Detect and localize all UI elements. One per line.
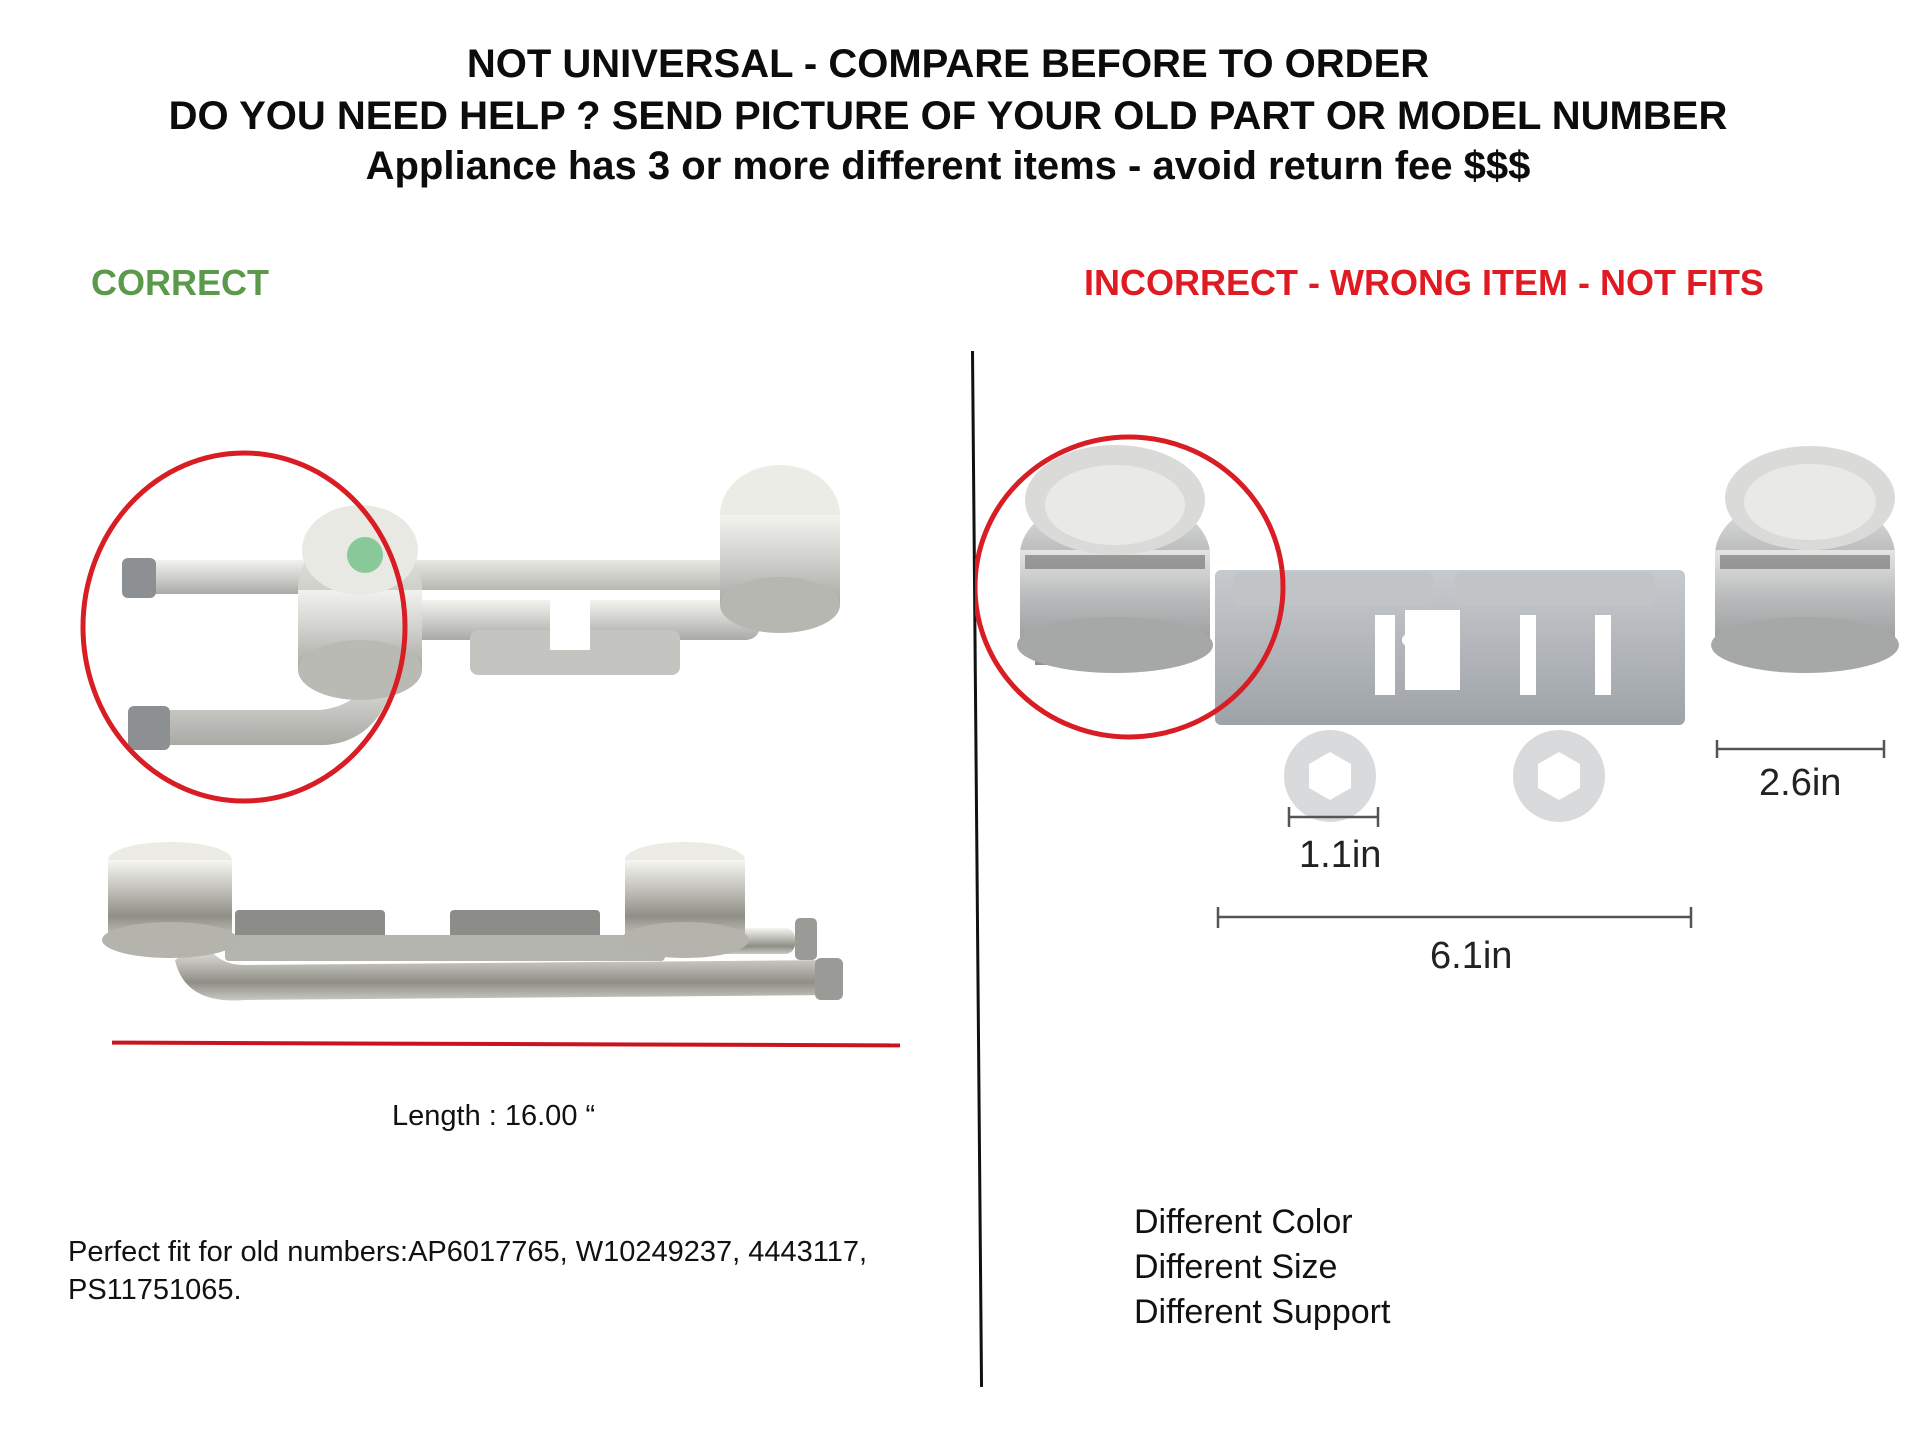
washer-icon (1284, 730, 1376, 822)
headline-line-2: DO YOU NEED HELP ? SEND PICTURE OF YOUR … (168, 94, 1728, 138)
incorrect-part-photo (975, 434, 1899, 740)
correct-part-photo-bottom (102, 842, 843, 1001)
incorrect-label: INCORRECT - WRONG ITEM - NOT FITS (1084, 262, 1764, 303)
correct-part-photo-top (80, 450, 840, 804)
length-indicator-line (111, 1040, 901, 1048)
headline-line-3: Appliance has 3 or more different items … (365, 144, 1531, 188)
length-caption: Length : 16.00 “ (392, 1100, 596, 1132)
headline-line-1: NOT UNIVERSAL - COMPARE BEFORE TO ORDER (466, 42, 1430, 86)
washer-icon (1513, 730, 1605, 822)
differences-list: Different Color Different Size Different… (1134, 1200, 1390, 1335)
difference-item: Different Support (1134, 1293, 1391, 1331)
part-numbers-caption: Perfect fit for old numbers:AP6017765, W… (68, 1236, 868, 1306)
difference-item: Different Size (1134, 1248, 1338, 1286)
difference-item: Different Color (1134, 1203, 1353, 1241)
dimension-label-washer: 1.1in (1299, 834, 1382, 876)
dimension-label-burner: 2.6in (1759, 762, 1842, 804)
correct-label: CORRECT (91, 262, 269, 303)
dimension-label-length: 6.1in (1430, 935, 1513, 977)
